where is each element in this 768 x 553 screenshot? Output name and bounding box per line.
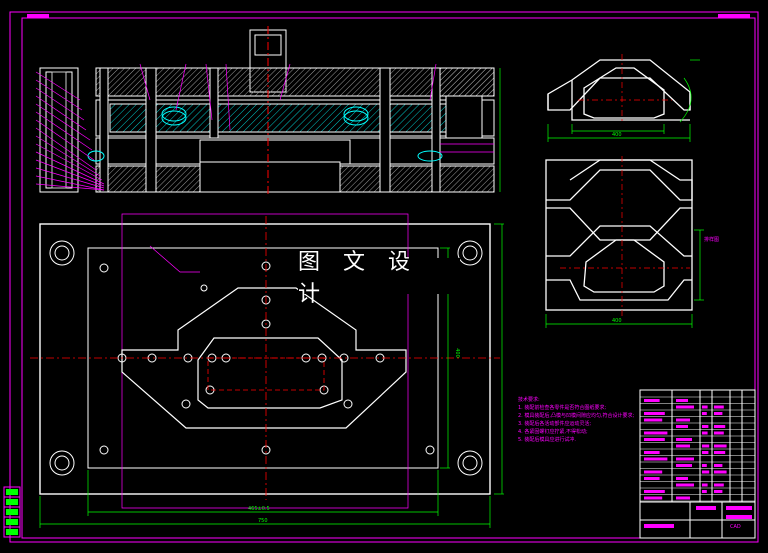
dim-part-bottom: 400 [612, 318, 622, 324]
top-left-mark [27, 14, 49, 18]
spring-right [343, 106, 369, 126]
title-block-cell [726, 515, 752, 519]
notes-line-1: 1. 装配前检查各零件是否符合图纸要求; [518, 405, 607, 411]
title-block-cell [714, 405, 724, 409]
watermark: 图 文 设 计 [298, 250, 460, 307]
title-block-cell [714, 490, 723, 493]
title-block-cell [644, 418, 663, 422]
technical-notes: 技术要求: 1. 装配前检查各零件是否符合图纸要求; 2. 模具装配后,凸模与凹… [518, 396, 638, 444]
dim-bottom-b: 750 [258, 518, 268, 524]
title-block-cell [644, 412, 665, 415]
plan-view [30, 213, 504, 528]
outer-frame [9, 11, 759, 543]
notes-heading: 技术要求: [518, 397, 540, 403]
title-block-cell [676, 477, 688, 480]
title-block-cell [702, 431, 708, 435]
title-block-cell [644, 431, 668, 435]
title-block-cell [644, 477, 660, 480]
dim-bottom-a: 465±0.5 [248, 506, 270, 512]
title-block-label: CAD [730, 524, 741, 530]
title-block-cell [644, 438, 665, 441]
title-block-cell [696, 506, 716, 510]
title-block-cell [644, 490, 665, 493]
title-block-cell [714, 412, 723, 415]
title-block-cell [714, 431, 724, 435]
title-block-cell [644, 451, 660, 454]
title-block-cell [702, 444, 710, 448]
title-block-cell [702, 490, 707, 493]
title-block-cell [644, 457, 668, 461]
title-block-cell [676, 457, 694, 461]
dim-right-small: 400 [453, 348, 460, 358]
part-drawing [547, 54, 700, 142]
title-block-cell [714, 451, 726, 454]
revision-strip [3, 486, 21, 538]
title-block-cell [676, 425, 688, 428]
title-block-cell [702, 464, 707, 467]
title-block-cell [676, 496, 690, 500]
title-block-cell [676, 464, 692, 467]
title-block-cell [714, 444, 727, 448]
title-block-cell [702, 470, 710, 474]
inner-frame [21, 17, 756, 539]
watermark-text: 图 文 设 计 [298, 250, 418, 307]
title-block-cell [702, 412, 707, 415]
notes-line-3: 3. 装配后各活动部件应运动灵活; [518, 421, 592, 427]
title-block-cell [714, 464, 723, 467]
title-block-cell [676, 438, 692, 441]
dim-part-top: 400 [612, 132, 622, 138]
title-block-cell [714, 470, 727, 474]
title-block-cell [702, 483, 708, 487]
top-right-mark [718, 14, 750, 18]
strip-layout [545, 156, 704, 328]
title-block-cell [676, 444, 690, 448]
title-block-cell [676, 418, 690, 422]
title-block-cell [644, 496, 663, 500]
title-block-cell [714, 425, 726, 428]
strip-layout-label: 排样图 [704, 237, 720, 243]
title-block-cell [676, 399, 688, 402]
spring-left [161, 106, 187, 126]
title-block-cell [676, 483, 694, 487]
section-view [35, 26, 501, 196]
title-block-cell [702, 425, 709, 428]
notes-line-5: 5. 装配后模具应进行试冲. [518, 437, 576, 443]
title-block-cell [714, 483, 724, 487]
title-block-cell [676, 405, 694, 409]
notes-line-4: 4. 各紧固螺钉应拧紧,不得松动; [518, 429, 588, 435]
title-block-cell [644, 470, 663, 474]
title-block-cell [702, 405, 708, 409]
title-block-cell [702, 451, 709, 454]
title-block-cell [726, 506, 752, 510]
notes-line-2: 2. 模具装配后,凸模与凹模间隙应均匀,符合设计要求; [518, 413, 635, 419]
title-block-cell [644, 524, 674, 528]
title-block-cell [644, 399, 660, 402]
title-block [639, 389, 756, 539]
